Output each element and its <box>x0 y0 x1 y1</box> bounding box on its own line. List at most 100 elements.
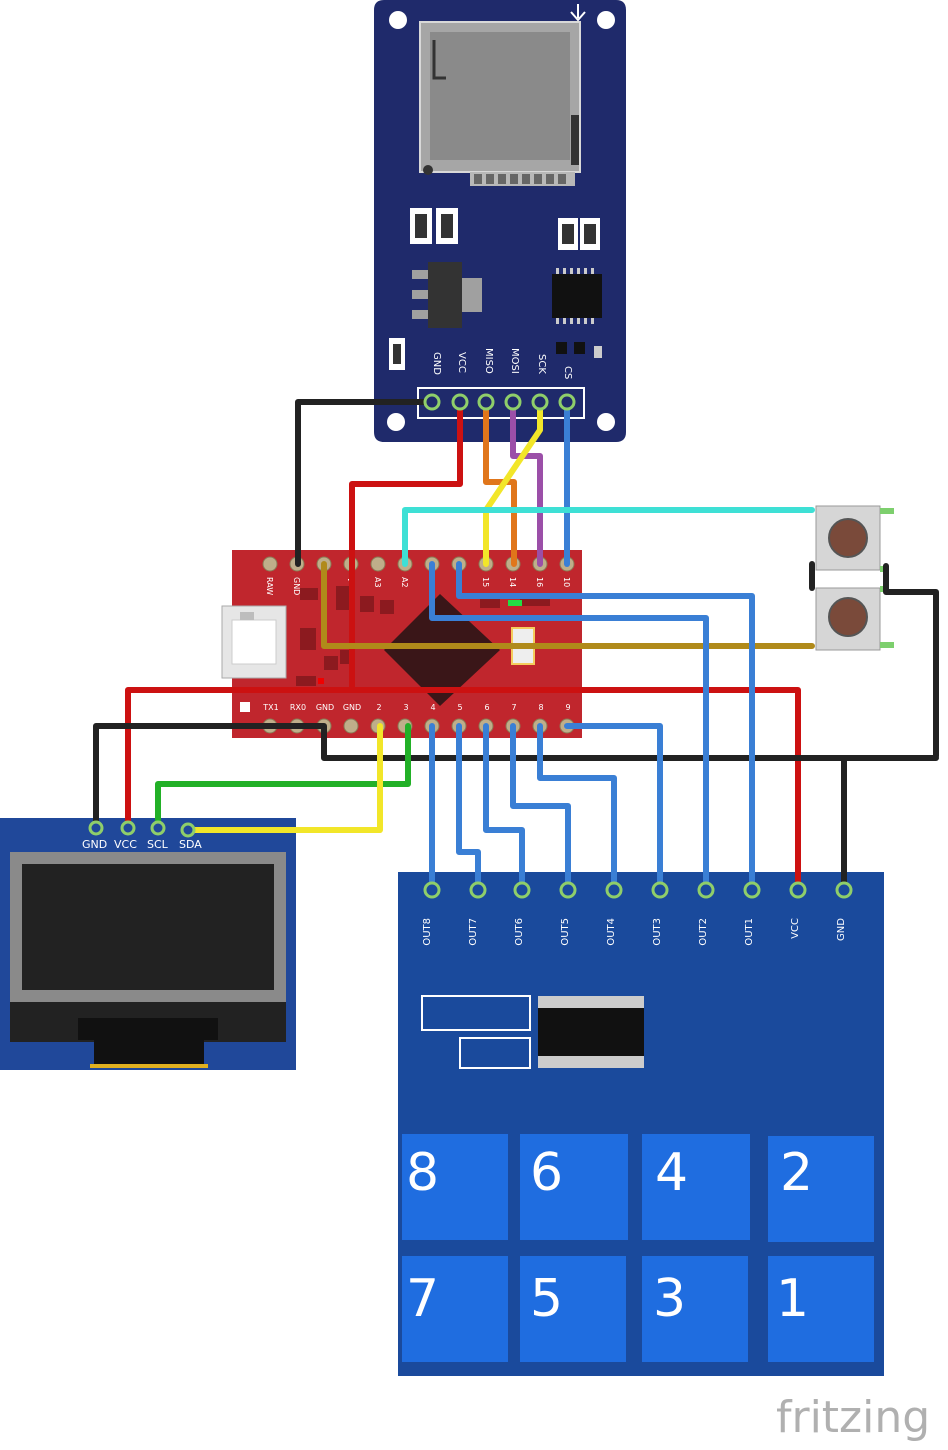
keypad-pin-ring <box>605 881 623 899</box>
pro-micro-top-label: A2 <box>400 577 409 588</box>
pro-micro-top-label: GND <box>292 577 301 595</box>
pro-micro-top-label: 14 <box>508 577 517 587</box>
wires <box>88 393 939 899</box>
pin-pad <box>343 718 359 734</box>
touch-pad-number: 3 <box>653 1269 686 1329</box>
touch-pad-6 <box>520 1134 628 1240</box>
oled-screen <box>22 864 274 990</box>
wire-button-gnd <box>883 563 939 759</box>
oled-pin-ring <box>88 820 104 836</box>
touch-pad-2 <box>768 1136 874 1242</box>
keypad-pin-ring <box>651 881 669 899</box>
keypad-pin-label: OUT4 <box>606 918 617 946</box>
keypad-pin-label: OUT2 <box>698 918 709 946</box>
keypad-pin-label: OUT6 <box>514 918 525 946</box>
oled-pin-label: GND <box>82 838 107 851</box>
wire-sd-sck <box>483 399 543 567</box>
fritzing-logo: fritzing <box>776 1392 930 1443</box>
keypad-pin-ring <box>697 881 715 899</box>
keypad-pin-label: GND <box>836 918 847 941</box>
touch-keypad-module: OUT8 OUT7 OUT6 OUT5 OUT4 OUT3 OUT2 OUT1 … <box>398 872 884 1376</box>
oled-pin-ring <box>150 820 166 836</box>
touch-pad-4 <box>642 1134 750 1240</box>
oled-pin-ring <box>180 822 196 838</box>
keypad-pin-label: OUT5 <box>560 918 571 946</box>
keypad-pin-label: OUT1 <box>744 918 755 946</box>
touch-pad-number: 6 <box>530 1143 563 1203</box>
keypad-pin-ring <box>559 881 577 899</box>
keypad-pin-label: OUT3 <box>652 918 663 946</box>
mount-hole <box>389 11 407 29</box>
keypad-pin-ring <box>743 881 761 899</box>
pro-micro-top-label: 10 <box>562 577 571 587</box>
keypad-pin-ring <box>469 881 487 899</box>
keypad-pin-label: VCC <box>790 918 801 939</box>
pro-micro-top-label: RAW <box>265 577 274 595</box>
mount-hole <box>387 413 405 431</box>
touch-pad-5 <box>520 1256 626 1362</box>
touch-pad-number: 7 <box>406 1269 439 1329</box>
pin-pad <box>370 556 386 572</box>
touch-pad-number: 5 <box>530 1269 563 1329</box>
wire-sd-gnd <box>295 399 435 567</box>
wire-out4 <box>537 723 617 893</box>
oled-pin-label: SDA <box>179 838 202 851</box>
keypad-pin-label: OUT8 <box>422 918 433 946</box>
pro-micro-bottom-label: RX0 <box>290 703 306 712</box>
oled-display-module: GND VCC SCL SDA <box>0 818 296 1070</box>
pro-micro-bottom-label: 9 <box>565 703 570 712</box>
pro-micro-bottom-label: 7 <box>511 703 516 712</box>
sd-pin-ring <box>477 393 495 411</box>
pro-micro-bottom-label: J1 <box>241 703 249 712</box>
touch-pad-number: 1 <box>776 1269 809 1329</box>
touch-pad-7 <box>402 1256 508 1362</box>
pro-micro-bottom-label: 6 <box>484 703 489 712</box>
wire-sd-miso <box>483 399 517 567</box>
sd-pin-label: GND <box>431 352 442 375</box>
level-shifter-chip <box>552 274 602 318</box>
touch-pad-number: 4 <box>655 1143 688 1203</box>
touch-pad-1 <box>768 1256 874 1362</box>
pro-micro-bottom-label: 3 <box>403 703 408 712</box>
arrow-down-icon <box>570 4 586 22</box>
keypad-pin-ring <box>513 881 531 899</box>
wire-oled-scl <box>155 723 411 831</box>
oled-pin-label: VCC <box>114 838 137 851</box>
touch-pad-3 <box>642 1256 748 1362</box>
sd-pin-label: MISO <box>483 348 494 374</box>
sd-pin-ring <box>558 393 576 411</box>
pro-micro-bottom-label: GND <box>343 703 361 712</box>
sd-pin-ring <box>451 393 469 411</box>
keypad-pin-label: OUT7 <box>468 918 479 946</box>
sd-pin-ring <box>423 393 441 411</box>
sd-card-module: GND VCC MISO MOSI SCK CS <box>374 0 626 442</box>
sd-pin-ring <box>504 393 522 411</box>
wire-sd-vcc <box>349 399 463 693</box>
touch-pad-number: 8 <box>406 1143 439 1203</box>
pro-micro-top-label: 15 <box>481 577 490 587</box>
wire-out2 <box>429 561 709 893</box>
pro-micro-top-label: 16 <box>535 577 544 587</box>
pro-micro-top-label: A3 <box>373 577 382 588</box>
wire-out5 <box>510 723 571 893</box>
pro-micro-bottom-label: 5 <box>457 703 462 712</box>
wire-out3 <box>564 723 663 893</box>
pro-micro-bottom-label: 2 <box>376 703 381 712</box>
wire-oled-sda <box>185 723 383 833</box>
wire-out6 <box>483 723 525 893</box>
sd-pin-label: MOSI <box>509 348 520 374</box>
pro-micro-bottom-label: TX1 <box>262 703 278 712</box>
sd-pin-ring <box>531 393 549 411</box>
sd-pin-label: SCK <box>536 354 547 374</box>
wire-out7 <box>456 723 481 893</box>
mount-hole <box>597 11 615 29</box>
keypad-pin-ring <box>835 881 853 899</box>
pin-pad <box>262 556 278 572</box>
power-led <box>508 600 522 606</box>
oled-pin-label: SCL <box>147 838 169 851</box>
pro-micro-bottom-label: GND <box>316 703 334 712</box>
sd-pin-label: VCC <box>456 352 467 373</box>
voltage-regulator <box>428 262 462 328</box>
pro-micro-bottom-label: 8 <box>538 703 543 712</box>
